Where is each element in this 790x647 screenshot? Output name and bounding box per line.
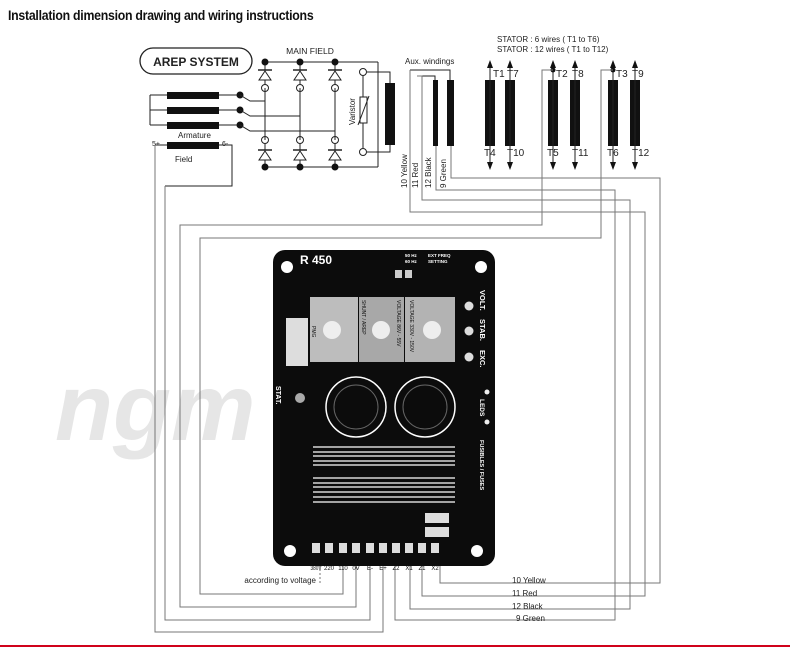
arep-system-label: AREP SYSTEM (153, 55, 239, 69)
diode (328, 136, 342, 171)
freq-50-label: 50 Hz (405, 253, 418, 258)
stator-terminal-bottom: T12 (632, 148, 650, 159)
stator-terminal-top: T9 (632, 69, 644, 80)
terminal-block[interactable] (366, 543, 374, 553)
terminal-block[interactable] (405, 543, 413, 553)
diode (293, 136, 307, 171)
led (484, 419, 490, 425)
aux-winding-2 (447, 80, 454, 146)
board-model: R 450 (300, 253, 332, 267)
stator-terminal-bottom: T5 (547, 148, 559, 159)
terminal-label: 220 (324, 566, 335, 572)
varistor-label: Varistor (348, 98, 357, 125)
terminal-block[interactable] (418, 543, 426, 553)
terminal-block[interactable] (352, 543, 360, 553)
diode (258, 58, 272, 92)
aux-wire-label: 12 Black (424, 156, 433, 188)
stator-terminal-bottom: T6 (607, 148, 619, 159)
wire-label-red: 11 Red (512, 589, 537, 598)
armature-label: Armature (178, 131, 211, 140)
aux-wire-label: 10 Yellow (400, 154, 409, 188)
voltage-label-1: VOLTAGE 86V - 55V (395, 300, 401, 347)
voltage-label-2: VOLTAGE 330V - 150V (408, 300, 414, 353)
terminal-label: E- (367, 566, 373, 572)
led (484, 389, 490, 395)
stator-terminal-bottom: T4 (484, 148, 496, 159)
ext-freq-label: EXT FREQ (428, 253, 451, 258)
aux-wire-label: 11 Red (411, 163, 420, 188)
terminal-label: X2 (431, 566, 439, 572)
wire-label-black: 12 Black (512, 602, 544, 611)
exc-potentiometer[interactable] (464, 352, 474, 362)
freq-60-label: 60 Hz (405, 259, 418, 264)
pmg-connector (286, 318, 308, 366)
page-title: Installation dimension drawing and wirin… (8, 7, 314, 23)
stator-terminal-top: T8 (572, 69, 584, 80)
aux-windings-label: Aux. windings (405, 57, 454, 66)
connection-wires (154, 69, 661, 633)
capacitor (394, 376, 456, 438)
terminal-block[interactable] (392, 543, 400, 553)
terminal-label: E+ (379, 566, 387, 572)
setting-label: SETTING (428, 259, 448, 264)
stator-terminal-top: T3 (616, 69, 628, 80)
main-field-label: MAIN FIELD (286, 46, 334, 56)
terminal-label: 380V (311, 566, 322, 572)
terminal-label: Z2 (392, 566, 400, 572)
stab-potentiometer[interactable] (464, 326, 474, 336)
shunt-arep-label: SHUNT / AREP (360, 300, 366, 335)
terminal-label: X1 (405, 566, 413, 572)
stator-terminal-top: T1 (493, 69, 505, 80)
diode (293, 58, 307, 92)
diode (258, 136, 272, 171)
terminal-block[interactable] (325, 543, 333, 553)
volt-potentiometer[interactable] (464, 301, 474, 311)
stator-12-wires: STATOR : 12 wires ( T1 to T12) (497, 45, 609, 54)
arep-system-badge (139, 47, 253, 75)
r450-regulator-board: R 450 50 Hz 60 Hz EXT FREQ SETTING PMG S… (273, 250, 495, 566)
terminal-label: 0V (352, 566, 359, 572)
shunt-arep-selector[interactable] (372, 321, 390, 339)
field-winding (167, 142, 219, 149)
stat-label: STAT. (274, 386, 281, 404)
heatsink (313, 446, 455, 503)
terminal-block[interactable] (379, 543, 387, 553)
stator-terminal-bottom: T11 (572, 148, 589, 159)
stator-terminal-top: T2 (556, 69, 568, 80)
main-field-winding (385, 83, 395, 145)
terminal-block[interactable] (431, 543, 439, 553)
stator-terminal-top: T7 (507, 69, 519, 80)
terminal-block[interactable] (312, 543, 320, 553)
wire-label-yellow: 10 Yellow (512, 576, 546, 585)
voltage-selector[interactable] (423, 321, 441, 339)
stab-label: STAB. (478, 319, 487, 341)
aux-winding-1 (433, 80, 438, 146)
stator-6-wires: STATOR : 6 wires ( T1 to T6) (497, 35, 600, 44)
terminal-label: Z1 (418, 566, 426, 572)
terminal-block[interactable] (339, 543, 347, 553)
stator-terminal-bottom: T10 (507, 148, 525, 159)
terminal-label: 110 (338, 566, 348, 572)
pmg-label: PMG (310, 326, 316, 338)
diode (328, 58, 342, 92)
diode-bridge (258, 58, 379, 171)
aux-wire-label: 9 Green (439, 159, 448, 188)
freq-jumper[interactable] (405, 270, 412, 278)
fuse (425, 527, 449, 537)
pmg-selector[interactable] (323, 321, 341, 339)
freq-jumper[interactable] (395, 270, 402, 278)
according-to-voltage-note: according to voltage (244, 576, 316, 585)
footer-divider (0, 645, 790, 647)
armature-windings (149, 88, 336, 140)
exc-label: EXC. (478, 350, 487, 368)
volt-label: VOLT. (478, 290, 487, 311)
fuse (425, 513, 449, 523)
fuses-label: FUSIBLES / FUSES (478, 440, 484, 490)
leds-label: LEDS (478, 399, 485, 417)
wire-label-green: 9 Green (516, 614, 545, 623)
field-label: Field (175, 155, 192, 164)
capacitor (325, 376, 387, 438)
